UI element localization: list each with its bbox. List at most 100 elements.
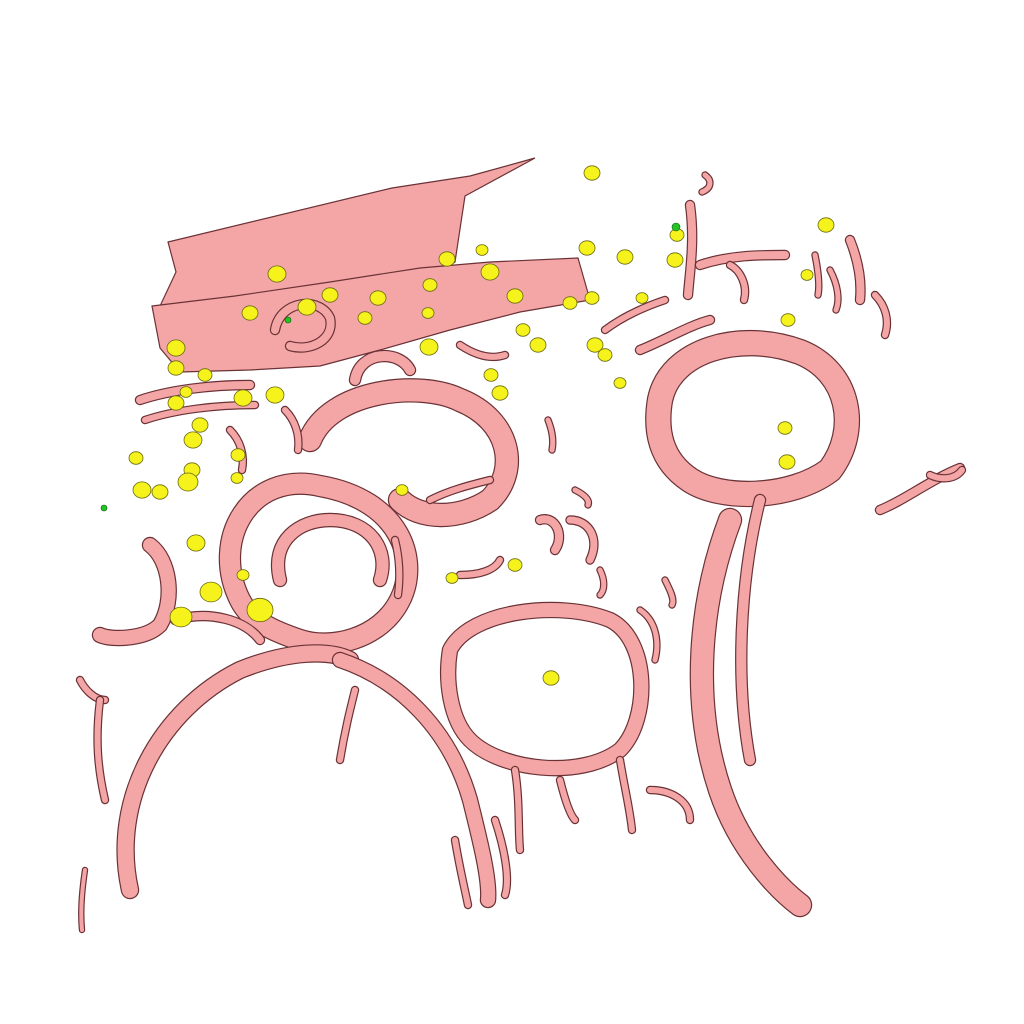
- vesicle-blob-19: [635, 292, 649, 304]
- vesicle-blob-7: [438, 251, 456, 267]
- vesicle-blob-50: [236, 569, 250, 581]
- membrane-surface-24: [490, 815, 512, 900]
- vesicle-blob-9: [480, 263, 500, 281]
- vesicle-blob-46: [483, 368, 499, 382]
- membrane-surface-15: [534, 514, 565, 556]
- vesicle-blob-16: [586, 337, 604, 353]
- vesicle-blob-42: [177, 472, 199, 492]
- membrane-surface-3: [271, 512, 390, 588]
- vesicle-blob-25: [241, 305, 259, 321]
- vesicle-blob-3: [616, 249, 634, 265]
- vesicle-blob-23: [369, 290, 387, 306]
- membrane-surface-48: [134, 379, 256, 406]
- vesicle-blob-2: [578, 240, 596, 256]
- membrane-surface-37: [694, 249, 791, 271]
- vesicle-blob-34: [265, 386, 285, 404]
- membrane-surface-26: [615, 755, 637, 835]
- vesicle-blob-35: [191, 417, 209, 433]
- membrane-surface-25: [555, 775, 580, 825]
- vesicle-blob-1: [817, 217, 835, 233]
- vesicle-blob-11: [506, 288, 524, 304]
- vesicle-blob-55: [777, 421, 793, 435]
- membrane-surface-29: [636, 606, 661, 664]
- membrane-surface-10: [331, 651, 497, 909]
- vesicle-blob-49: [246, 597, 274, 623]
- membrane-surface-5: [348, 350, 417, 387]
- vesicle-blob-22: [321, 287, 339, 303]
- vesicle-blob-10: [422, 278, 438, 292]
- marker-blob-2: [284, 316, 292, 324]
- vesicle-blob-37: [230, 448, 246, 462]
- vesicle-blob-40: [132, 481, 152, 499]
- vesicle-blob-52: [507, 558, 523, 572]
- membrane-surface-51: [425, 475, 495, 505]
- vesicle-blob-57: [357, 311, 373, 325]
- marker-blob-0: [100, 504, 108, 512]
- membrane-surface-40: [870, 290, 892, 340]
- vesicle-blob-21: [267, 265, 287, 283]
- vesicle-blob-39: [128, 451, 144, 465]
- vesicle-blob-26: [421, 307, 435, 319]
- membrane-surface-41: [811, 251, 823, 299]
- membrane-surface-34: [925, 465, 967, 483]
- vesicle-blob-27: [419, 338, 439, 356]
- membrane-surface-39: [844, 234, 866, 306]
- membrane-surface-16: [565, 515, 599, 565]
- vesicle-blob-8: [475, 244, 489, 256]
- vesicle-blob-56: [778, 454, 796, 470]
- membrane-surface-19: [93, 695, 110, 805]
- membrane-surface-22: [510, 765, 525, 855]
- membrane-surface-4: [297, 378, 520, 528]
- vesicle-blob-29: [167, 360, 185, 376]
- membrane-surface-43: [600, 295, 670, 335]
- vesicle-blob-32: [167, 395, 185, 411]
- membrane-surface-8: [440, 601, 650, 777]
- membrane-surface-21: [335, 685, 360, 765]
- membrane-surface-6: [269, 298, 336, 353]
- marker-blob-1: [671, 222, 681, 232]
- vesicle-blob-53: [445, 572, 459, 584]
- vesicle-blob-48: [169, 606, 193, 628]
- vesicle-blob-44: [186, 534, 206, 552]
- membrane-surface-30: [661, 576, 677, 609]
- vesicle-blob-30: [197, 368, 213, 382]
- vesicle-blob-28: [166, 339, 186, 357]
- membrane-surface-28: [596, 566, 608, 599]
- membrane-surface-45: [455, 340, 510, 362]
- vesicle-blob-36: [183, 431, 203, 449]
- vesicle-blob-47: [199, 581, 223, 603]
- vesicle-blob-14: [562, 296, 578, 310]
- membrane-layer: [75, 157, 967, 934]
- vesicle-blob-45: [491, 385, 509, 401]
- membrane-surface-38: [725, 260, 750, 305]
- membrane-surface-44: [634, 314, 716, 356]
- vesicle-blob-41: [151, 484, 169, 500]
- membrane-surface-46: [280, 405, 303, 455]
- membrane-surface-17: [455, 555, 505, 580]
- vesicle-blob-18: [613, 377, 627, 389]
- membrane-surface-13: [91, 536, 177, 647]
- vesicle-blob-24: [297, 298, 317, 316]
- membrane-surface-50: [390, 535, 404, 600]
- marker-layer: [100, 222, 681, 512]
- vesicle-blob-13: [529, 337, 547, 353]
- vesicle-blob-4: [666, 252, 684, 268]
- membrane-surface-23: [450, 835, 473, 910]
- membrane-surface-2: [218, 472, 419, 655]
- membrane-surface-12: [735, 493, 767, 767]
- vesicle-blob-15: [584, 291, 600, 305]
- vesicle-blob-43: [230, 472, 244, 484]
- membrane-surface-47: [225, 425, 247, 475]
- vesicle-blob-0: [583, 165, 601, 181]
- membrane-surface-33: [874, 462, 966, 516]
- membrane-surface-32: [571, 486, 593, 509]
- membrane-surface-7: [645, 329, 861, 508]
- vesicle-blob-33: [233, 389, 253, 407]
- vesicle-blob-17: [597, 348, 613, 362]
- membrane-surface-31: [544, 416, 557, 454]
- membrane-surface-20: [78, 866, 89, 934]
- membrane-surface-42: [826, 266, 842, 314]
- vesicle-blob-54: [542, 670, 560, 686]
